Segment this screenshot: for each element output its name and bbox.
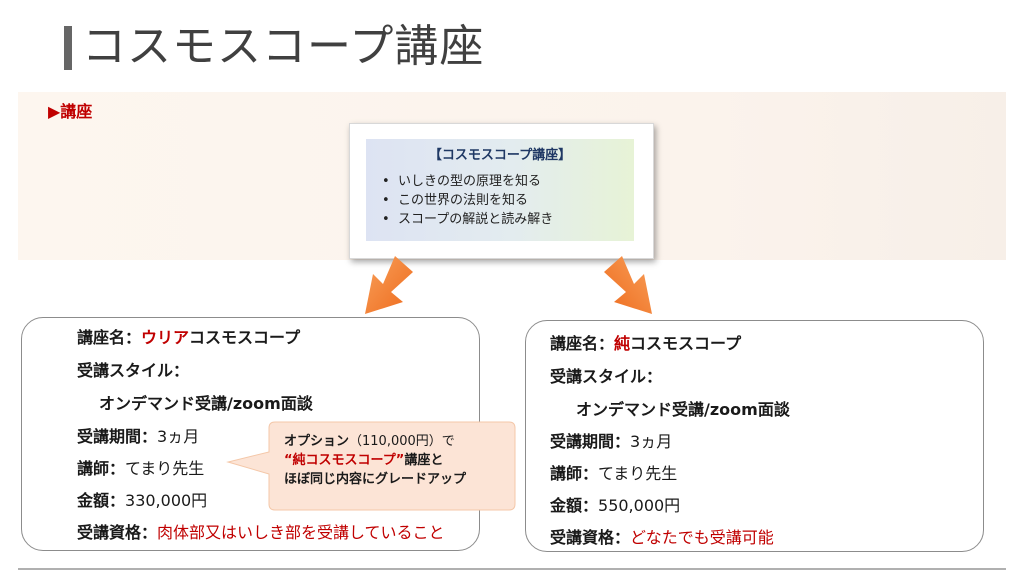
course-style-label: 受講スタイル： [77,361,190,380]
summary-list: いしきの型の原理を知る この世界の法則を知る スコープの解説と読み解き [376,172,553,229]
jun-course-card [525,320,984,552]
course-qualification: 受講資格：肉体部又はいしき部を受講していること [77,523,445,542]
arrow-down-right-icon [604,256,652,314]
option-callout-bubble [226,421,516,511]
course-price: 金額：330,000円 [77,491,208,510]
section-label: ▶講座 [48,102,93,121]
summary-item: この世界の法則を知る [376,191,553,210]
footer-divider [18,568,1006,570]
page-title: コスモスコープ講座 [82,21,485,72]
course-period: 受講期間：3ヵ月 [550,432,673,451]
course-style-value: オンデマンド受講/zoom面談 [99,394,313,413]
arrow-down-left-icon [365,256,413,314]
summary-item: スコープの解説と読み解き [376,210,553,229]
course-style-label: 受講スタイル： [550,367,663,386]
course-period: 受講期間：3ヵ月 [77,427,200,446]
course-name: 講座名：ウリアコスモスコープ [77,328,301,347]
course-teacher: 講師：てまり先生 [77,459,205,478]
course-price: 金額：550,000円 [550,496,681,515]
course-name: 講座名：純コスモスコープ [550,334,742,353]
option-callout-text: オプション（110,000円）で “純コスモスコープ”講座と ほぼ同じ内容にグレ… [284,434,467,487]
course-qualification: 受講資格：どなたでも受講可能 [550,528,774,547]
title-accent-bar [64,26,72,70]
summary-item: いしきの型の原理を知る [376,172,553,191]
course-teacher: 講師：てまり先生 [550,464,678,483]
course-style-value: オンデマンド受講/zoom面談 [576,400,790,419]
summary-title: 【コスモスコープ講座】 [428,148,572,163]
